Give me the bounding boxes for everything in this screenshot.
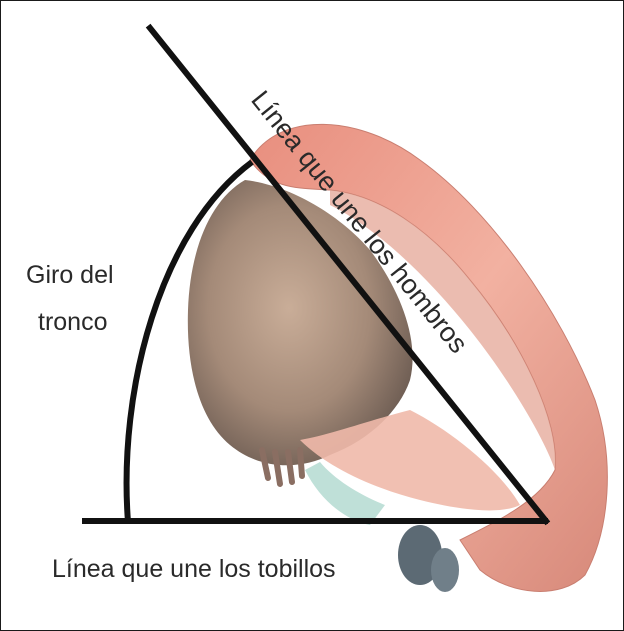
trunk-rotation-label-line2: tronco [38, 308, 107, 336]
right-foot [431, 548, 459, 592]
trunk-rotation-label-line1: Giro del [26, 261, 114, 289]
ankle-line-label: Línea que une los tobillos [52, 555, 336, 583]
